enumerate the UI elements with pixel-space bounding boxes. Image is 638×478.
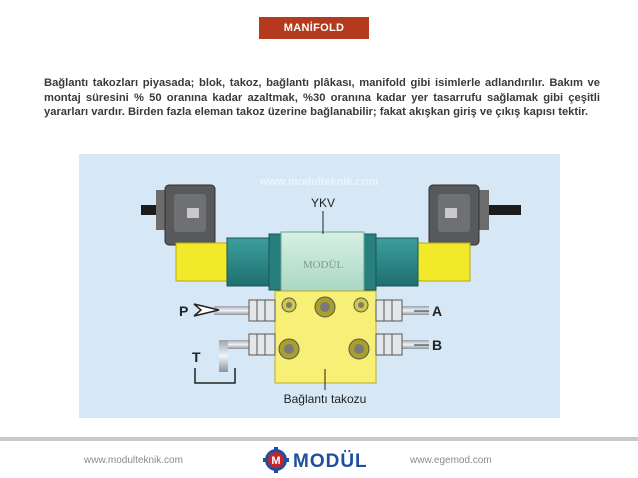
watermark: www.modulteknik.com [259,176,379,188]
right-solenoid [417,242,471,282]
valve-label: YKV [311,196,335,210]
bolt-top-left [281,297,297,313]
footer-divider [0,437,638,441]
block-label: Bağlantı takozu [284,392,367,406]
pipe-t-horizontal [219,340,259,349]
manifold-diagram: www.modulteknik.com MODÜL YKV [79,154,560,418]
port-t-label: T [192,349,201,365]
pipe-t-vertical [219,340,228,372]
modul-logo: M MODÜL [263,447,368,473]
bolt-top-center [314,296,336,318]
tank-symbol [194,368,236,384]
footer-left-url[interactable]: www.modulteknik.com [84,455,183,466]
port-p-label: P [179,303,188,319]
port-b-label: B [432,337,442,353]
left-cable [141,205,157,215]
pipe-b [394,340,429,349]
p-arrow [193,303,220,317]
fitting-t [248,333,276,356]
pipe-p [214,306,259,315]
fitting-b [375,333,403,356]
logo-letter: M [271,455,280,467]
right-cable [489,205,521,215]
body-paragraph: Bağlantı takozları piyasada; blok, takoz… [44,77,600,119]
left-solenoid [175,242,229,282]
page-title: MANİFOLD [259,17,369,39]
center-valve [280,231,365,293]
fitting-p [248,299,276,322]
logo-text: MODÜL [293,451,368,472]
bolt-bottom-right [348,338,370,360]
fitting-a [375,299,403,322]
pipe-a [394,306,429,315]
footer-right-url[interactable]: www.egemod.com [410,455,492,466]
left-connector [156,184,216,246]
brand-plate: MODÜL [303,259,344,271]
port-a-label: A [432,303,442,319]
bolt-bottom-left [278,338,300,360]
gear-icon [263,447,289,473]
bolt-top-right [353,297,369,313]
